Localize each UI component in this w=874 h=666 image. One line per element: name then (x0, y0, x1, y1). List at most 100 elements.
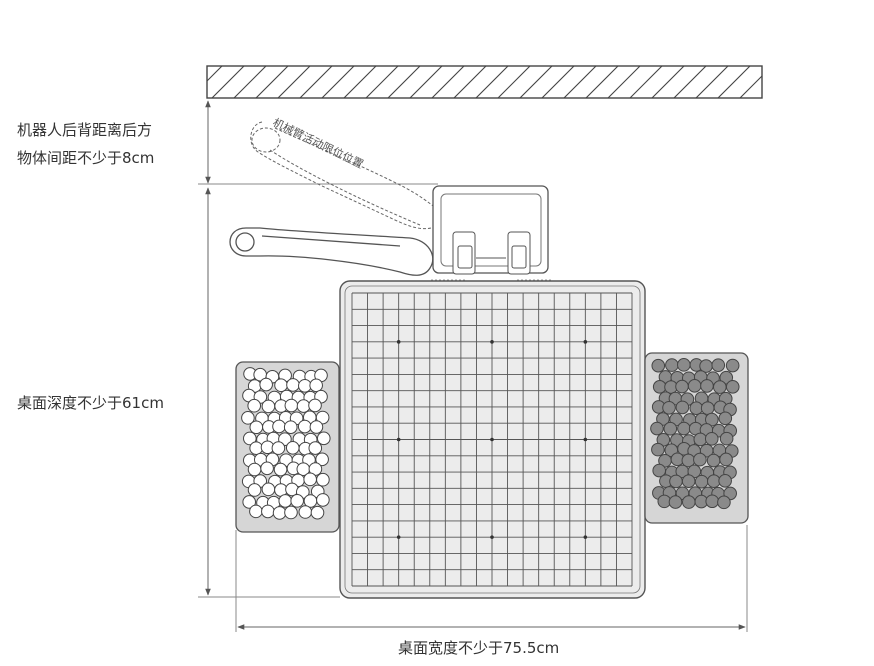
go-stone (272, 506, 287, 520)
go-stone (273, 462, 288, 477)
go-stone (677, 421, 691, 436)
go-stone (249, 420, 264, 435)
star-point (396, 535, 401, 539)
star-point (396, 437, 401, 442)
go-stone (249, 441, 263, 455)
go-stone (700, 379, 714, 393)
go-stone (241, 411, 255, 425)
wall-hatch-line (541, 66, 575, 98)
go-stone (308, 441, 323, 455)
go-board (339, 280, 646, 599)
go-stone (719, 370, 734, 385)
go-stone (693, 432, 708, 447)
arm-limit-outline (250, 121, 439, 230)
wall-hatch-line (299, 66, 333, 98)
go-stone (261, 482, 276, 497)
go-stone (249, 504, 263, 519)
go-stone (247, 398, 262, 413)
go-stone (242, 495, 257, 509)
go-stone (303, 472, 317, 487)
go-stone (316, 472, 330, 487)
go-stone (243, 431, 257, 446)
wall-hatch-line (343, 66, 377, 98)
go-stone (315, 410, 330, 425)
wall-hatch-line (409, 66, 443, 98)
star-point (583, 340, 588, 344)
go-stone (290, 494, 304, 508)
go-stone (309, 378, 323, 393)
go-stone (700, 401, 715, 415)
table-depth-label: 桌面深度不少于61cm (17, 394, 164, 412)
wall-hatch-line (387, 66, 421, 98)
go-stone (285, 441, 300, 455)
go-stone (651, 442, 665, 457)
go-stone (296, 399, 311, 413)
go-stone (718, 473, 732, 488)
go-stone (316, 431, 331, 446)
go-stone (261, 399, 276, 414)
go-stone (298, 378, 312, 393)
back-clearance-label-line2: 物体间距不少于8cm (17, 149, 155, 167)
go-stone (284, 398, 299, 413)
go-stone (271, 441, 286, 455)
go-stone (675, 379, 689, 394)
go-stone (681, 474, 696, 489)
wall-hatch-line (453, 66, 487, 98)
go-stone (719, 431, 734, 446)
wall-hatch-line (255, 66, 289, 98)
star-point (490, 340, 494, 344)
wall-hatch-line (365, 66, 399, 98)
go-stone (247, 462, 262, 477)
go-stone (272, 419, 286, 434)
go-stone (706, 453, 721, 468)
wall-hatch-line (585, 66, 619, 98)
go-stone (694, 474, 709, 489)
go-stone (297, 419, 312, 434)
wall-hatch-line (739, 75, 762, 98)
go-stone (652, 379, 667, 394)
go-stone (247, 483, 262, 497)
back-wall (206, 65, 763, 99)
go-stone (283, 420, 298, 434)
wall-hatch-line (497, 66, 531, 98)
robot-base: 小猴 (430, 185, 552, 299)
go-stone (713, 380, 727, 394)
go-stone (725, 358, 740, 373)
go-stone (693, 452, 707, 467)
white-stone-bowl (235, 361, 340, 533)
go-stone (662, 400, 676, 415)
go-stone (663, 421, 678, 436)
go-stone (278, 494, 293, 508)
black-stone-bowl (644, 352, 749, 524)
go-stone (316, 493, 330, 507)
go-stone (657, 494, 672, 509)
wall-hatch-line (519, 66, 553, 98)
wall-hatch-line (475, 66, 509, 98)
go-stone (286, 378, 300, 392)
go-stone (298, 505, 313, 519)
go-stone (651, 358, 666, 373)
wall-hatch-line (233, 66, 267, 98)
go-stone (718, 411, 733, 426)
go-stone (719, 452, 733, 467)
go-stone (665, 358, 679, 372)
wall-hatch-line (761, 97, 762, 98)
go-stone (274, 378, 288, 393)
go-stone (682, 495, 696, 509)
star-point (396, 340, 401, 344)
go-stone (689, 401, 704, 416)
wall-hatch-line (431, 66, 465, 98)
wall-hatch-line (651, 66, 685, 98)
go-stone (711, 358, 726, 372)
wall-hatch-line (717, 66, 751, 98)
go-stone (310, 505, 325, 520)
go-stone (677, 358, 691, 372)
go-stone (309, 420, 324, 434)
go-stone (308, 398, 322, 413)
wall-hatch-line (207, 66, 223, 82)
go-stone (675, 400, 690, 415)
back-clearance-label-line1: 机器人后背距离后方 (17, 121, 153, 139)
wall-hatch-line (673, 66, 707, 98)
star-point (490, 437, 494, 442)
